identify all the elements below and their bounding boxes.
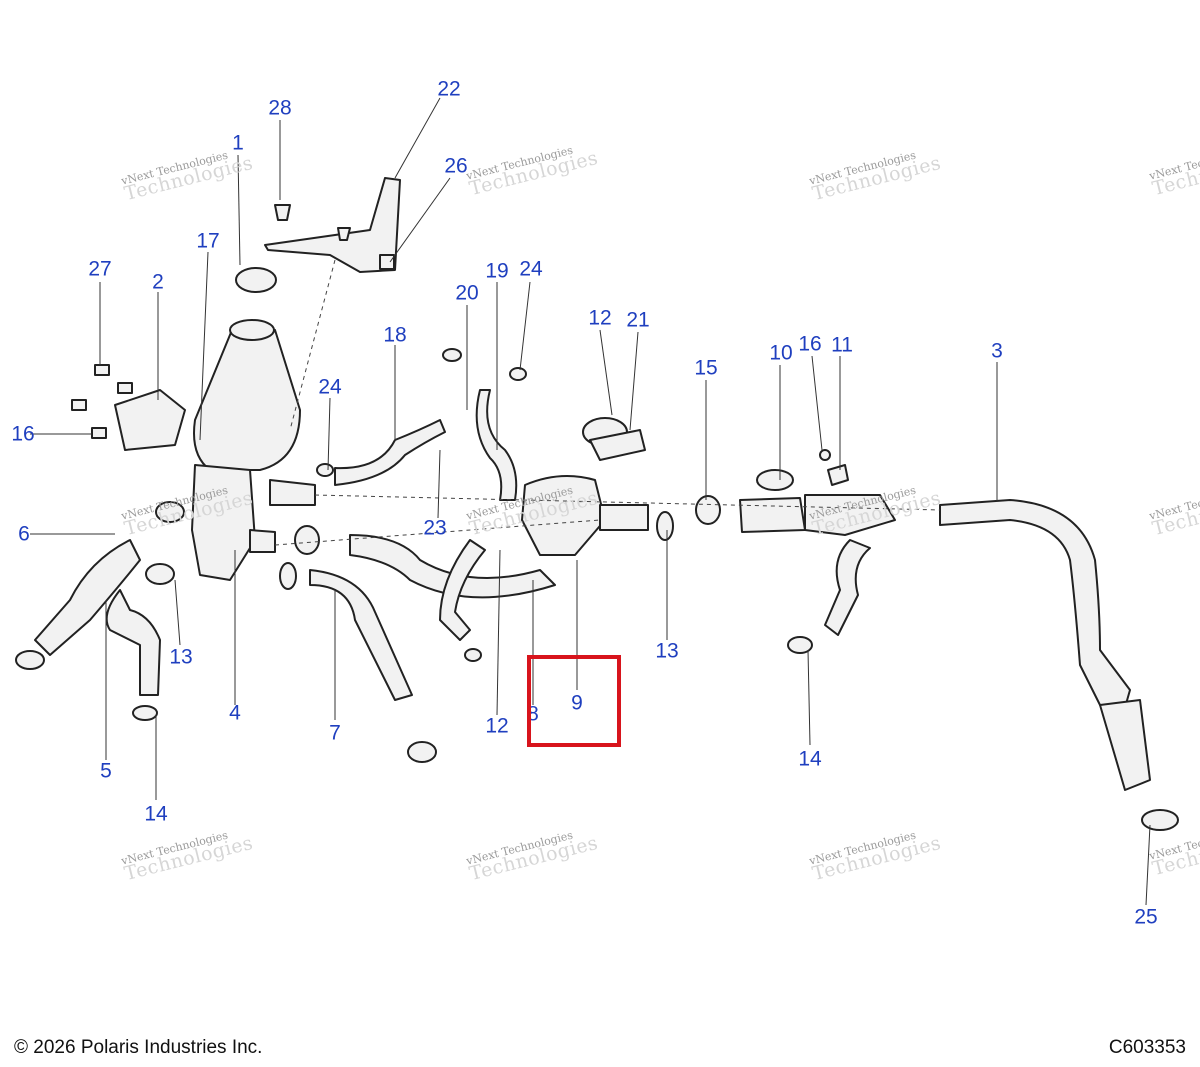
clamp bbox=[787, 636, 813, 654]
callout-17[interactable]: 17 bbox=[196, 229, 220, 253]
callout-22[interactable]: 22 bbox=[437, 77, 461, 101]
screw bbox=[819, 449, 831, 461]
callout-7[interactable]: 7 bbox=[329, 721, 341, 745]
callout-14-right[interactable]: 14 bbox=[798, 747, 822, 771]
callout-12-bottom[interactable]: 12 bbox=[485, 714, 509, 738]
callout-13-right[interactable]: 13 bbox=[655, 639, 679, 663]
hose-left-upper bbox=[34, 539, 141, 656]
bolt bbox=[94, 364, 110, 376]
callout-14-left[interactable]: 14 bbox=[144, 802, 168, 826]
callout-15[interactable]: 15 bbox=[694, 356, 718, 380]
clamp bbox=[155, 501, 185, 523]
bolt bbox=[337, 227, 351, 241]
clamp bbox=[656, 511, 674, 541]
callout-21[interactable]: 21 bbox=[626, 308, 650, 332]
reservoir-bracket bbox=[114, 389, 186, 451]
outlet-stub-lower bbox=[249, 529, 276, 553]
callout-26[interactable]: 26 bbox=[444, 154, 468, 178]
callout-10[interactable]: 10 bbox=[769, 341, 793, 365]
callout-9[interactable]: 9 bbox=[571, 691, 583, 715]
callout-25[interactable]: 25 bbox=[1134, 905, 1158, 929]
hose-18 bbox=[334, 419, 446, 486]
clamp bbox=[442, 348, 462, 362]
bolt bbox=[91, 427, 107, 439]
callout-6[interactable]: 6 bbox=[18, 522, 30, 546]
bolt bbox=[71, 399, 87, 411]
callout-16-left[interactable]: 16 bbox=[11, 422, 35, 446]
callout-5[interactable]: 5 bbox=[100, 759, 112, 783]
hose-7 bbox=[309, 569, 413, 701]
hose-8 bbox=[349, 534, 556, 599]
hose-lower-right bbox=[824, 539, 871, 636]
clamp bbox=[464, 648, 482, 662]
reservoir-outlet-body bbox=[191, 464, 256, 581]
coolant-pipe bbox=[939, 499, 1131, 726]
callout-23[interactable]: 23 bbox=[423, 516, 447, 540]
hose-left-lower bbox=[105, 589, 161, 696]
tee-fitting bbox=[739, 497, 806, 533]
figure-id: C603353 bbox=[1108, 1037, 1186, 1058]
coolant-reservoir bbox=[193, 323, 301, 471]
callout-27[interactable]: 27 bbox=[88, 257, 112, 281]
callout-16-right[interactable]: 16 bbox=[798, 332, 822, 356]
clamp bbox=[15, 650, 45, 670]
callout-12-top[interactable]: 12 bbox=[588, 306, 612, 330]
clamp bbox=[695, 495, 721, 525]
callout-11[interactable]: 11 bbox=[831, 333, 853, 357]
callout-8[interactable]: 8 bbox=[527, 702, 539, 726]
bolt bbox=[274, 204, 291, 221]
radiator-cap bbox=[235, 267, 277, 293]
mounting-bracket bbox=[264, 177, 401, 273]
callout-2[interactable]: 2 bbox=[152, 270, 164, 294]
copyright-notice: © 2026 Polaris Industries Inc. bbox=[14, 1037, 263, 1058]
sensor bbox=[827, 464, 849, 486]
hose-19 bbox=[475, 389, 518, 501]
clamp bbox=[145, 563, 175, 585]
thermostat-housing bbox=[521, 475, 606, 556]
bolt bbox=[117, 382, 133, 394]
reservoir-neck bbox=[229, 319, 275, 341]
callout-18[interactable]: 18 bbox=[383, 323, 407, 347]
pipe-tail bbox=[1099, 699, 1151, 791]
clamp bbox=[279, 562, 297, 590]
callout-20[interactable]: 20 bbox=[455, 281, 479, 305]
clamp bbox=[132, 705, 158, 721]
housing-outlet bbox=[599, 504, 649, 531]
callout-24-left[interactable]: 24 bbox=[318, 375, 342, 399]
hose-12-loop bbox=[439, 539, 486, 641]
callout-3[interactable]: 3 bbox=[991, 339, 1003, 363]
clamp bbox=[407, 741, 437, 763]
tee-fitting-top bbox=[756, 469, 794, 491]
clamp bbox=[509, 367, 527, 381]
callout-1[interactable]: 1 bbox=[232, 131, 244, 155]
nut bbox=[379, 254, 395, 270]
clamp bbox=[294, 525, 320, 555]
callout-13-left[interactable]: 13 bbox=[169, 645, 193, 669]
outlet-stub bbox=[269, 479, 316, 506]
callout-24-right[interactable]: 24 bbox=[519, 257, 543, 281]
callout-19[interactable]: 19 bbox=[485, 259, 509, 283]
callout-28[interactable]: 28 bbox=[268, 96, 292, 120]
callout-4[interactable]: 4 bbox=[229, 701, 241, 725]
clamp bbox=[1141, 809, 1179, 831]
clamp bbox=[316, 463, 334, 477]
sensor-block bbox=[804, 494, 896, 536]
highlight-box bbox=[527, 655, 621, 747]
elbow-fitting-body bbox=[589, 429, 646, 461]
